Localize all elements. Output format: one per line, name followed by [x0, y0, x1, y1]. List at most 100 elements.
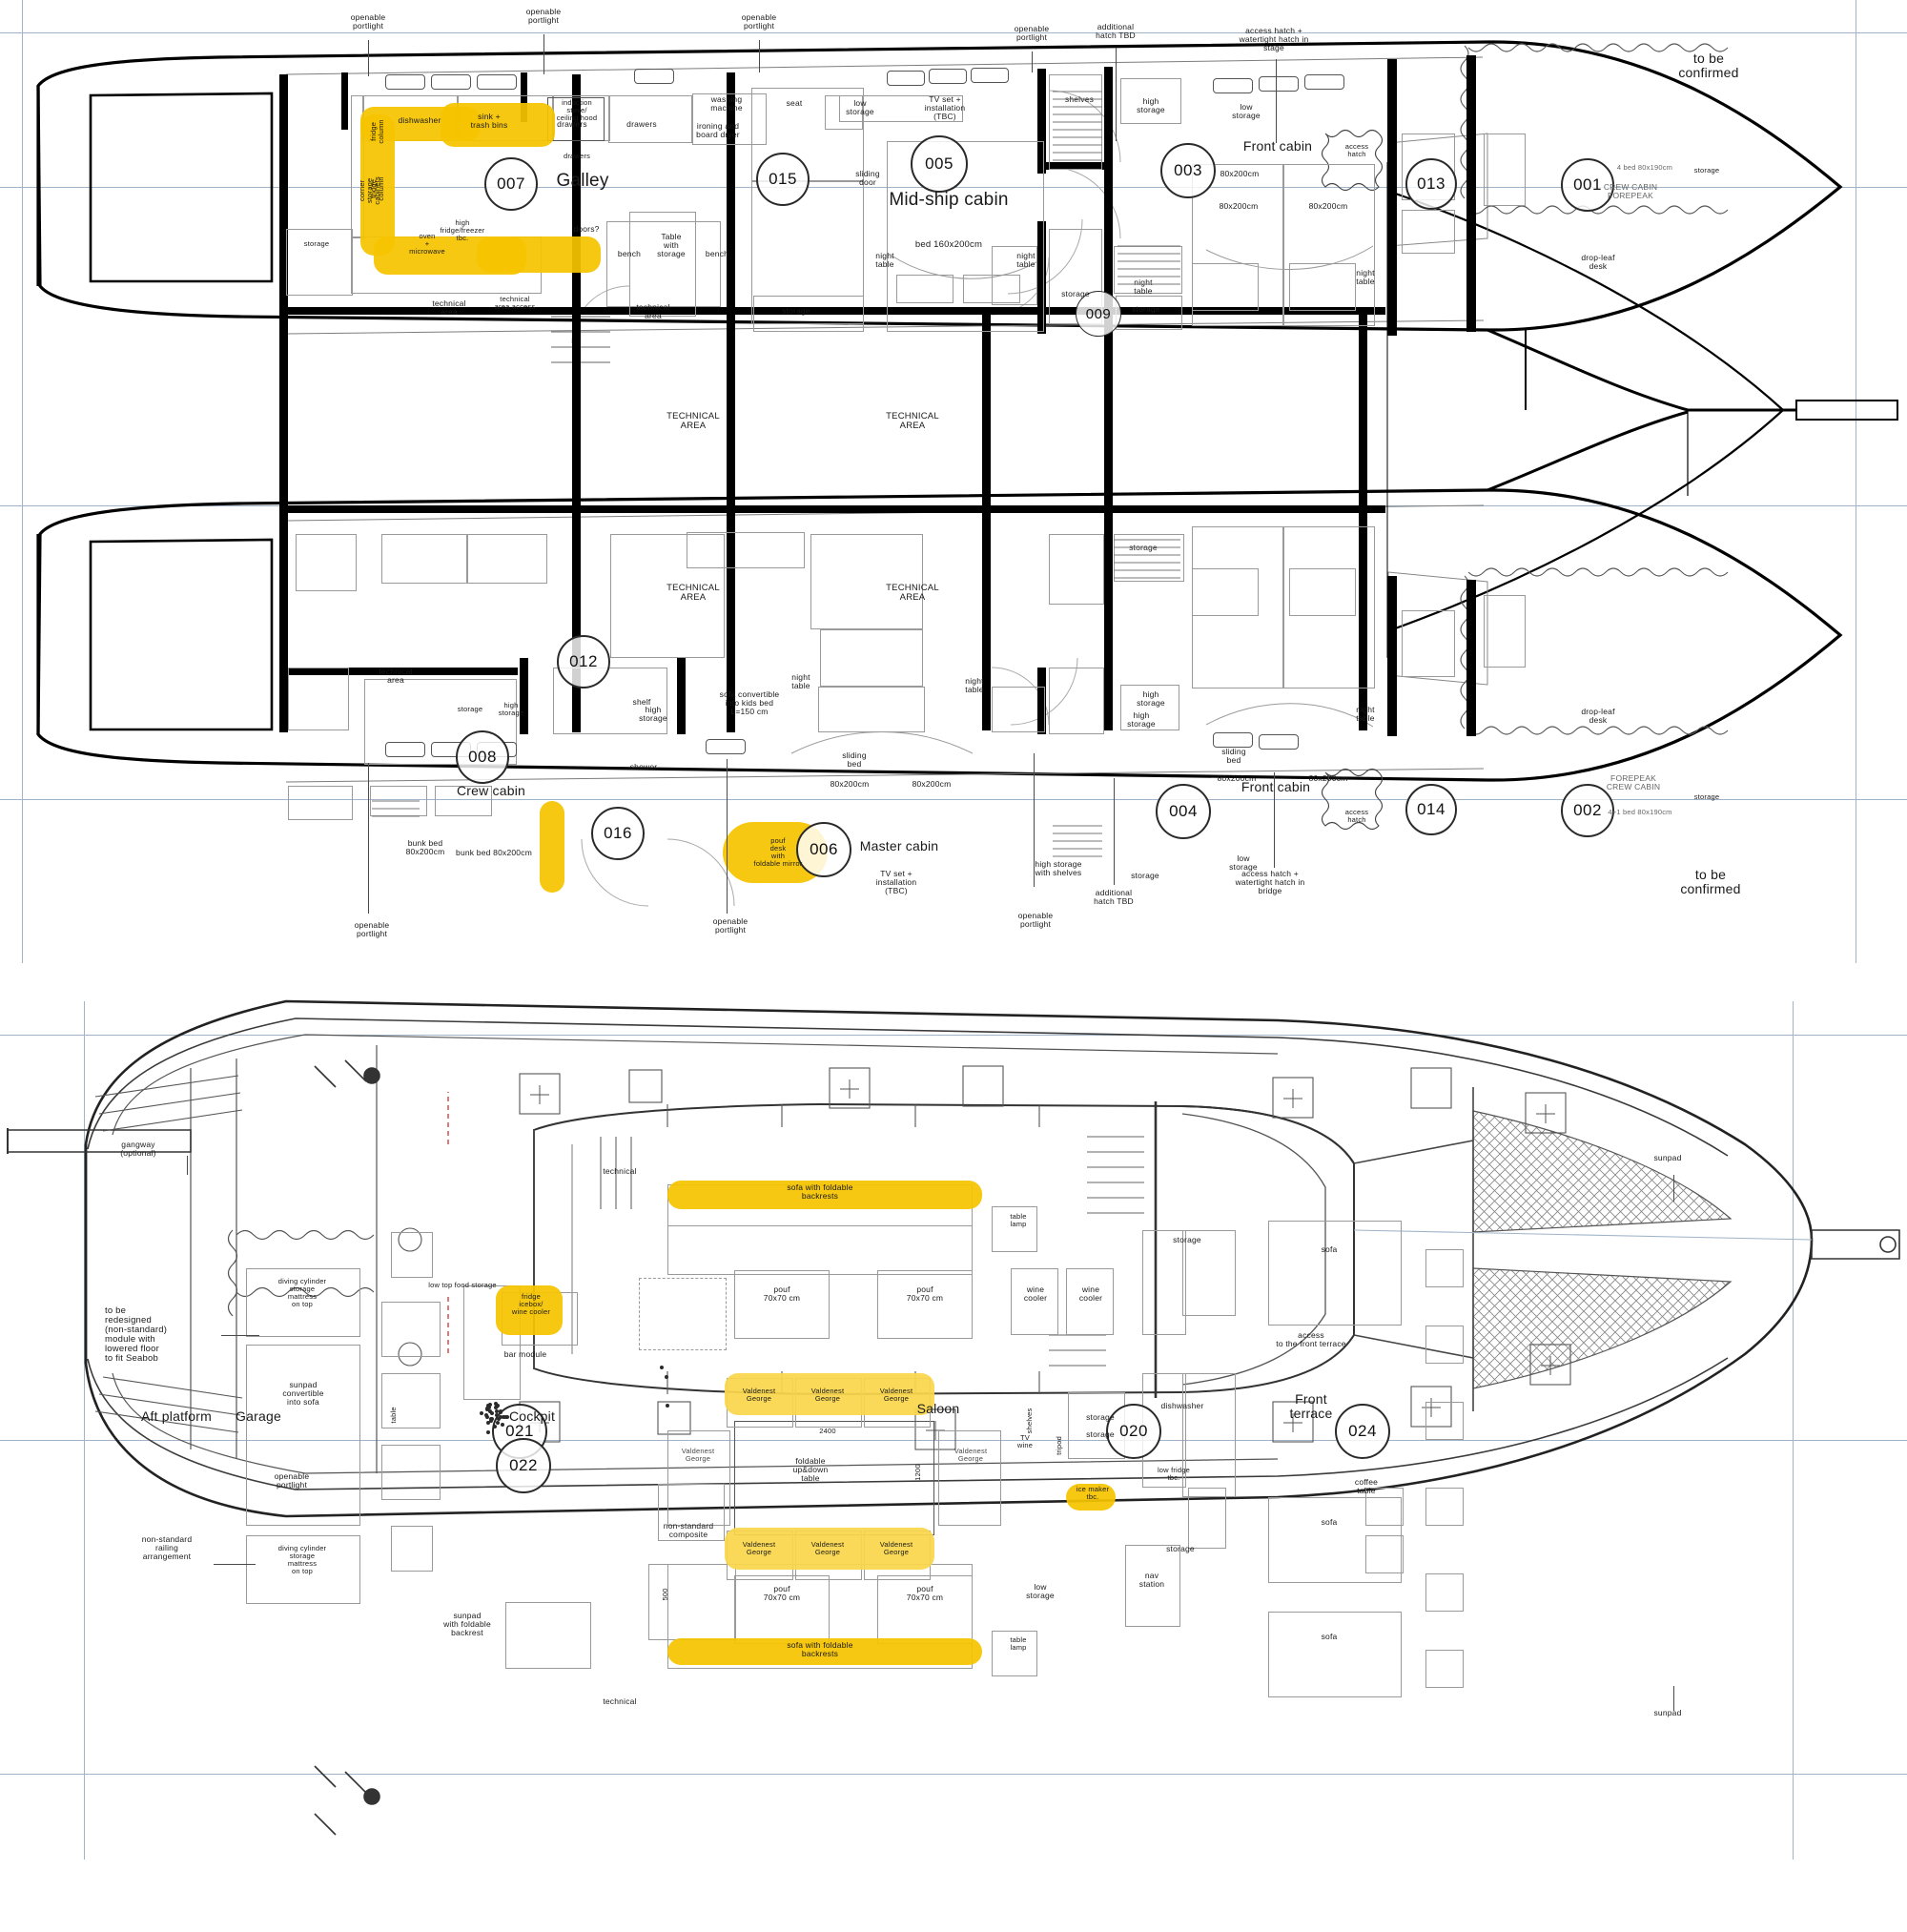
room-tag-020[interactable]: 020: [1106, 1404, 1161, 1459]
fixture-box: [1120, 685, 1179, 730]
fixture-box: [1425, 1488, 1464, 1526]
spacer: [485, 1415, 489, 1419]
room-tag-022[interactable]: 022: [496, 1438, 551, 1493]
zone-label-aft-platform: Aft platform: [141, 1408, 212, 1424]
room-tag-008[interactable]: 008: [456, 730, 509, 784]
master-item: sliding bed: [842, 750, 867, 769]
label-diving-cylinder-port: diving cylinder storage mattress on top: [277, 1277, 327, 1308]
cabin-item: storage: [1693, 166, 1720, 175]
label-wine-cooler-1: wine cooler: [1023, 1285, 1048, 1303]
label-ice-maker: ice maker tbc.: [1076, 1485, 1110, 1501]
portlight: [385, 74, 425, 90]
fixture-box: [818, 687, 925, 732]
label-foldable-table: foldable up&down table: [792, 1456, 829, 1483]
room-tag-001[interactable]: 001: [1561, 158, 1614, 212]
highlight-cushion-row: [725, 1528, 934, 1570]
portlight: [706, 739, 746, 754]
fixture-box: [610, 534, 725, 658]
laundry-item: drawers: [626, 119, 657, 129]
wine-cooler: [1011, 1268, 1058, 1335]
room-tag-006[interactable]: 006: [796, 822, 851, 877]
portlight: [385, 742, 425, 757]
label-sofa-port: sofa with foldable backrests: [787, 1182, 853, 1201]
cockpit-seat: [381, 1373, 441, 1428]
leader-line: [214, 1564, 256, 1565]
cushion-label: Valdenest George: [954, 1447, 988, 1463]
room-tag-015[interactable]: 015: [756, 153, 810, 206]
fixture-box: [896, 275, 954, 303]
fixture-box: [1182, 1230, 1236, 1316]
cabin-item: TV set + installation (TBC): [924, 94, 966, 121]
cabin-item: night table: [875, 251, 894, 269]
label-table-width: 1200: [913, 1464, 923, 1481]
head-item: seat: [786, 98, 803, 108]
table-lamp: [992, 1206, 1037, 1252]
fixture-box: [608, 95, 692, 143]
fixture-box: [381, 534, 467, 584]
bulkhead: [1104, 513, 1113, 730]
galley-item: oven + microwave: [409, 232, 445, 256]
galley-item: sink + trash bins: [470, 112, 508, 130]
room-tag-014[interactable]: 014: [1405, 784, 1457, 835]
room-tag-004[interactable]: 004: [1156, 784, 1211, 839]
crew-item: technical area: [379, 667, 413, 685]
room-name-crew-cabin-008: Crew cabin: [456, 783, 526, 798]
spacer: [660, 1366, 664, 1369]
spacer: [486, 1430, 490, 1434]
label-dishwasher: dishwasher: [1160, 1401, 1204, 1410]
nav-station: [1125, 1545, 1180, 1627]
dinette-item: technical area: [636, 302, 670, 320]
room-tag-003[interactable]: 003: [1160, 143, 1216, 198]
cushion-label: Valdenest George: [879, 1540, 913, 1556]
label-wine-cooler-2: wine cooler: [1078, 1285, 1103, 1303]
bulkhead: [572, 74, 581, 334]
spacer: [665, 1375, 668, 1379]
spacer: [486, 1421, 490, 1425]
room-tag-012[interactable]: 012: [557, 635, 610, 689]
fixture-box: [391, 1232, 433, 1278]
galley-item: fridge column: [369, 119, 385, 144]
head-item: sliding door: [855, 169, 880, 187]
callout: openable portlight: [741, 12, 777, 31]
guide-line: [84, 1001, 85, 1860]
fixture-box: [820, 629, 923, 687]
leader-line: [543, 34, 544, 74]
master-item: shelf: [632, 697, 651, 707]
cabin-item: low storage: [846, 98, 874, 116]
fixture-box: [288, 668, 349, 730]
master-item: shower: [629, 762, 658, 771]
label-storage-4: storage: [1086, 1429, 1115, 1439]
spacer: [505, 1415, 509, 1419]
label-fridge-icebox: fridge icebox/ wine cooler: [511, 1292, 551, 1316]
spacer: [666, 1404, 669, 1408]
spacer: [488, 1403, 492, 1407]
room-note-midship: bed 160x200cm: [914, 239, 983, 250]
room-tag-024[interactable]: 024: [1335, 1404, 1390, 1459]
room-tag-009[interactable]: 009: [1076, 291, 1121, 337]
technical-area-label: TECHNICAL AREA: [666, 583, 720, 603]
room-tag-016[interactable]: 016: [591, 807, 645, 860]
guide-line: [0, 799, 1907, 800]
fixture-box: [1142, 1230, 1186, 1335]
leader-line: [1034, 753, 1035, 887]
label-terrace-sofa-3: sofa: [1321, 1632, 1338, 1641]
bulkhead: [279, 505, 1385, 513]
fixture-box: [1425, 1650, 1464, 1688]
master-item: 80x200cm: [912, 779, 952, 789]
bulkhead: [1359, 513, 1367, 730]
room-tag-005[interactable]: 005: [911, 135, 968, 193]
fixture-box: [1049, 668, 1104, 734]
fixture-box: [1188, 1488, 1226, 1549]
terrace-sofa: [1268, 1612, 1402, 1697]
zone-label-saloon: Saloon: [916, 1401, 960, 1416]
cabin-item: storage: [1693, 792, 1720, 801]
room-tag-002[interactable]: 002: [1561, 784, 1614, 837]
highlight-sofa-stb: [667, 1638, 982, 1665]
cabin-item: storage: [1061, 289, 1090, 298]
highlight-cushion-row: [725, 1373, 934, 1415]
room-tag-013[interactable]: 013: [1405, 158, 1457, 210]
cabin-item: storage: [1132, 304, 1160, 314]
zone-label-garage: Garage: [236, 1408, 281, 1424]
room-tag-007[interactable]: 007: [484, 157, 538, 211]
fixture-box: [1402, 610, 1455, 677]
